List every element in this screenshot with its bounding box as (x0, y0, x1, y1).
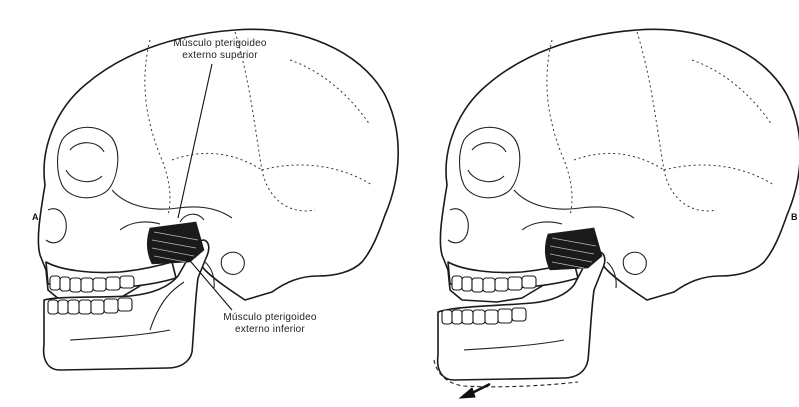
upper-pterygoid-label: Músculo pterigoideo externo superior (150, 38, 290, 62)
upper-pterygoid-line2: externo superior (150, 50, 290, 62)
panel-b-skull (434, 29, 799, 386)
upper-pterygoid-line1: Músculo pterigoideo (150, 38, 290, 50)
lower-pterygoid-line2: externo inferior (200, 324, 340, 336)
panel-b-letter: B (791, 212, 798, 222)
panel-a-letter: A (32, 212, 39, 222)
lower-pterygoid-label: Músculo pterigoideo externo inferior (200, 312, 340, 336)
lower-pterygoid-line1: Músculo pterigoideo (200, 312, 340, 324)
